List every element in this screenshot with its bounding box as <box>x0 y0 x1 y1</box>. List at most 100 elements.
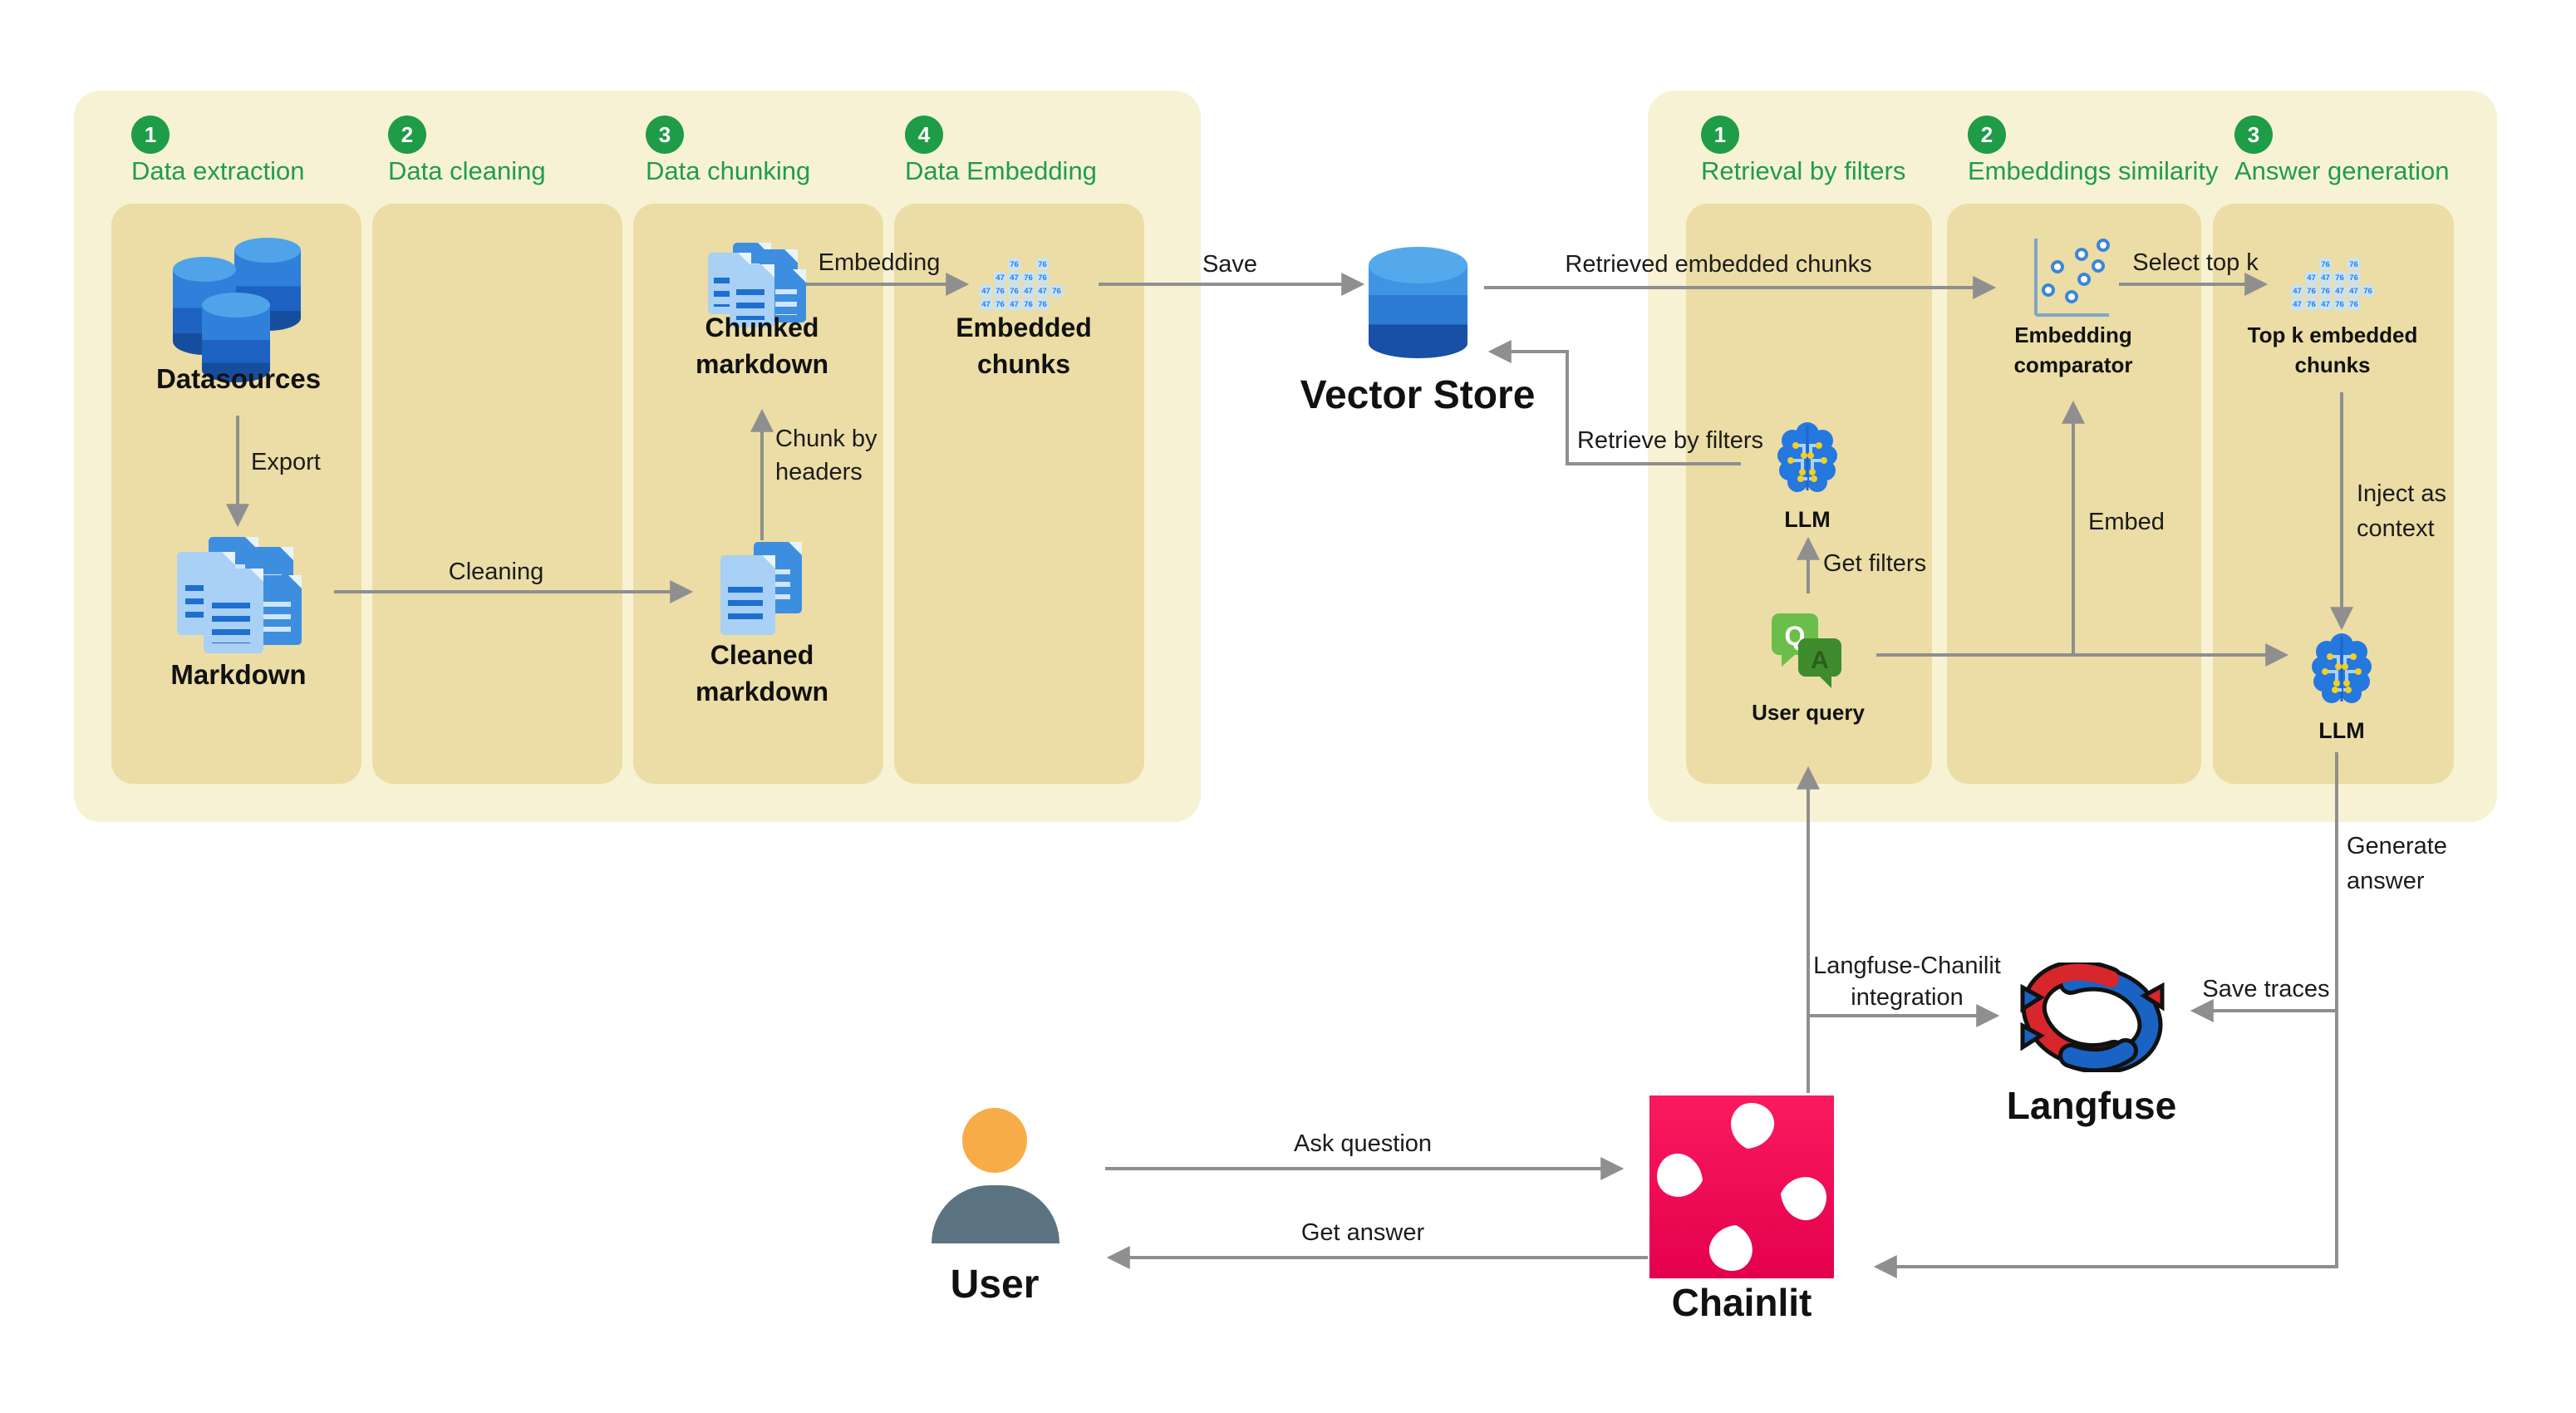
llm-filters-icon <box>1777 421 1837 495</box>
label-embed: Embed <box>2088 509 2165 535</box>
label-chunk-by: Chunk by <box>775 426 878 452</box>
label-inject-as: Inject as <box>2357 480 2446 507</box>
chip: 47 <box>2291 298 2303 310</box>
markdown-icon <box>175 532 308 658</box>
chip: 76 <box>1036 298 1049 310</box>
label-get-answer: Get answer <box>1300 1219 1425 1246</box>
step-badge-2: 2 <box>388 116 426 154</box>
user-shoulders-icon <box>932 1185 1059 1243</box>
langfuse-knot-icon <box>2020 959 2165 1075</box>
chip-empty <box>1022 258 1035 270</box>
chip: 76 <box>1036 272 1049 283</box>
chip-empty <box>2362 272 2374 283</box>
datasources-icon <box>170 233 312 386</box>
chip: 47 <box>994 272 1006 283</box>
chip: 76 <box>2319 258 2332 270</box>
chip: 47 <box>2347 285 2360 297</box>
chip: 47 <box>1036 285 1049 297</box>
embedding-comparator-label-line1: Embedding <box>2014 322 2132 347</box>
datasources-label: Datasources <box>155 363 322 394</box>
embedded-chunks-label-line1: Embedded <box>956 313 1092 342</box>
llm-filters-label: LLM <box>1784 507 1831 532</box>
chip-empty <box>1050 272 1063 283</box>
chip-empty <box>2333 258 2346 270</box>
markdown-label: Markdown <box>170 659 307 690</box>
chip: 47 <box>1008 298 1020 310</box>
step-title-data-cleaning: Data cleaning <box>388 156 546 185</box>
chip: 47 <box>1022 285 1035 297</box>
chip-empty <box>994 258 1006 270</box>
embedded-chunks-label-line2: chunks <box>976 349 1071 379</box>
chip-empty <box>1050 298 1063 310</box>
vector-store-label: Vector Store <box>1300 373 1536 417</box>
chip: 76 <box>2305 285 2318 297</box>
brain-icon <box>1777 422 1837 492</box>
chip-empty <box>2362 298 2374 310</box>
label-retrieved-embedded-chunks: Retrieved embedded chunks <box>1565 251 1872 278</box>
chip: 47 <box>2291 285 2303 297</box>
chunked-markdown-icon <box>708 241 816 334</box>
cleaned-markdown-icon <box>719 542 810 642</box>
vector-store-icon <box>1369 247 1467 358</box>
chip: 47 <box>980 285 992 297</box>
chip: 47 <box>2319 298 2332 310</box>
chip: 76 <box>2319 285 2332 297</box>
label-save-traces: Save traces <box>2202 976 2330 1002</box>
chip: 76 <box>2347 298 2360 310</box>
chip: 76 <box>1022 272 1035 283</box>
chunked-markdown-label-line2: markdown <box>695 349 829 379</box>
chip: 76 <box>1050 285 1063 297</box>
step-badge-4: 4 <box>905 116 943 154</box>
chip-empty <box>2291 258 2303 270</box>
step-title-embeddings-similarity: Embeddings similarity <box>1968 156 2219 185</box>
brain-icon <box>2312 633 2372 703</box>
chip: 76 <box>2333 298 2346 310</box>
llm-answer-icon <box>2312 632 2372 706</box>
step-title-data-embedding: Data Embedding <box>905 156 1097 185</box>
column-data-cleaning <box>372 204 622 784</box>
top-k-label-line2: chunks <box>2294 352 2371 377</box>
chip-empty <box>2305 258 2318 270</box>
chip: 47 <box>1008 272 1020 283</box>
label-answer: answer <box>2347 868 2425 894</box>
svg-text:A: A <box>1811 647 1829 674</box>
chip: 76 <box>2347 272 2360 283</box>
step-badge-1: 1 <box>131 116 170 154</box>
label-embedding: Embedding <box>818 249 941 276</box>
chip: 76 <box>1036 258 1049 270</box>
chip: 76 <box>994 298 1006 310</box>
chip: 76 <box>2347 258 2360 270</box>
chip: 47 <box>2319 272 2332 283</box>
step-badge-r2: 2 <box>1968 116 2006 154</box>
scatter-plot-icon <box>2034 239 2110 317</box>
step-title-data-extraction: Data extraction <box>131 156 305 185</box>
label-export: Export <box>251 449 321 475</box>
user-query-label: User query <box>1752 700 1865 725</box>
chip-empty <box>980 258 992 270</box>
chip: 76 <box>2362 285 2374 297</box>
chip: 76 <box>994 285 1006 297</box>
embedding-comparator-icon <box>2030 235 2113 320</box>
step-title-retrieval-by-filters: Retrieval by filters <box>1701 156 1906 185</box>
column-retrieval-by-filters <box>1686 204 1932 784</box>
cleaned-markdown-label-line2: markdown <box>695 677 829 706</box>
step-badge-3: 3 <box>646 116 684 154</box>
user-query-icon: Q A <box>1770 612 1846 690</box>
chip-empty <box>2362 258 2374 270</box>
step-title-answer-generation: Answer generation <box>2234 156 2450 185</box>
label-integration: integration <box>1851 984 1964 1011</box>
user-label: User <box>950 1263 1040 1307</box>
label-headers: headers <box>775 459 863 485</box>
label-get-filters: Get filters <box>1823 550 1927 577</box>
chainlit-logo <box>1649 1095 1834 1278</box>
cleaned-markdown-label-line1: Cleaned <box>710 640 814 670</box>
chunked-markdown-label-line1: Chunked <box>705 313 819 342</box>
top-k-label-line1: Top k embedded <box>2247 322 2418 347</box>
label-generate: Generate <box>2347 833 2447 859</box>
chip-empty <box>980 272 992 283</box>
chip: 76 <box>2305 298 2318 310</box>
chainlit-pinwheel-icon <box>1649 1095 1834 1278</box>
label-context: context <box>2357 515 2435 542</box>
